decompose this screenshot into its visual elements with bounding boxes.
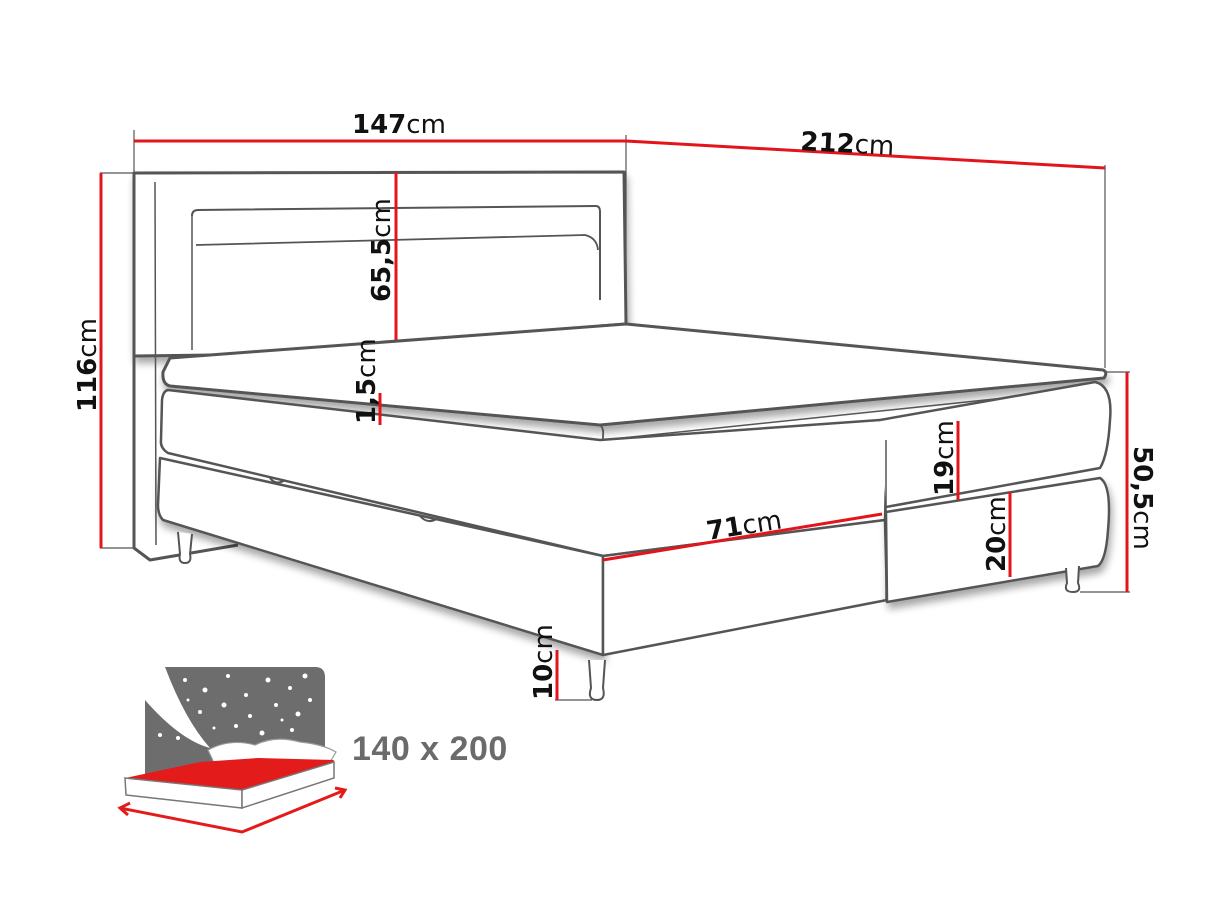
length-dimension-line	[625, 139, 1106, 170]
bed-legs	[177, 531, 1081, 702]
mattress-topper	[161, 322, 1108, 441]
width-label: 147cm	[352, 110, 446, 140]
storage-length-label: 71cm	[704, 505, 784, 546]
sleeping-height-label: 50,5cm	[1127, 446, 1157, 550]
headboard-panel-label: 65,5cm	[367, 198, 397, 302]
leg-height-label: 10cm	[529, 624, 559, 700]
bed-night-stars-icon	[117, 667, 348, 834]
box-spring-base	[156, 440, 1111, 657]
stars-icon	[158, 673, 312, 740]
dimension-labels: 147cm 212cm 116cm 65,5cm 1,5cm 19cm 20cm…	[73, 110, 1157, 700]
leg-front-left	[588, 659, 606, 702]
length-label: 212cm	[800, 127, 895, 162]
storage-length-dimension-line	[602, 512, 883, 562]
leg-front-right	[1064, 565, 1081, 594]
box-height-label: 20cm	[982, 496, 1012, 572]
leg-back-left	[177, 531, 193, 565]
mattress-height-label: 19cm	[930, 420, 960, 496]
mattress-layer	[159, 380, 1112, 558]
topper-label: 1,5cm	[352, 338, 382, 424]
dimension-lines	[99, 139, 1129, 700]
pillows-icon	[207, 738, 337, 766]
total-height-label: 116cm	[73, 318, 103, 412]
mattress-size-label: 140 x 200	[352, 730, 508, 768]
